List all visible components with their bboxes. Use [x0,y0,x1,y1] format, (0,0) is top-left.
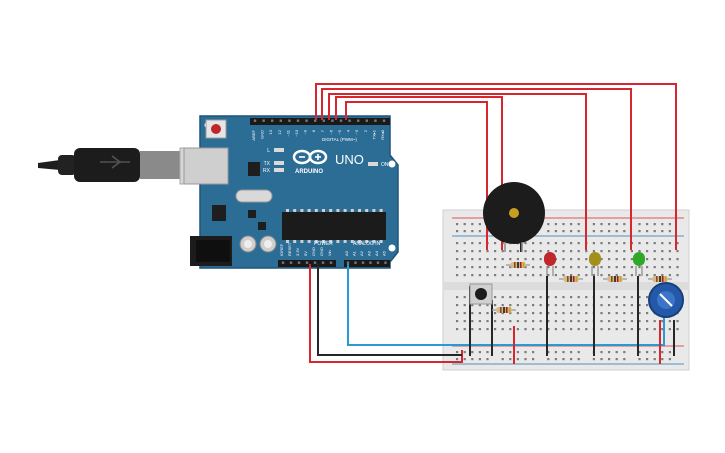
potentiometer [648,282,684,318]
pin-label: IOREF [279,243,284,256]
header-pin[interactable] [262,119,265,122]
header-pin[interactable] [314,119,317,122]
header-pin[interactable] [369,261,372,264]
push-button [469,283,493,305]
pin-label: GND [311,247,316,256]
header-pin[interactable] [376,261,380,264]
header-pin[interactable] [289,261,293,264]
atmega-chip [282,212,386,240]
analog-header [344,260,390,267]
header-pin[interactable] [305,261,309,264]
pin-label: A3 [367,250,372,256]
board-model: UNO [335,152,364,167]
pin-label: 7 [320,129,325,132]
led-red [544,252,556,276]
pin-label: AREF [251,129,256,140]
led-yellow [589,252,601,276]
wire-led-red [335,96,503,250]
wire-5v [309,264,463,363]
pin-label: RX◂0 [380,129,385,140]
pin-label: A4 [374,250,379,256]
pin-label: A1 [352,250,357,256]
pin-label: 12 [277,129,282,134]
pin-label: RESET [287,242,292,256]
header-pin[interactable] [348,119,351,122]
header-pin[interactable] [288,119,291,122]
wire-led-green [321,88,632,250]
pin-label: ~9 [303,129,308,134]
header-pin[interactable] [354,261,357,264]
pin-label: A2 [359,250,364,256]
on-led-label: ON [381,162,389,168]
pin-label: GND [260,130,265,139]
pin-label: Vin [327,250,332,256]
header-pin[interactable] [361,261,365,264]
header-pin[interactable] [329,261,333,264]
wire-analog-a0 [347,264,665,346]
header-pin[interactable] [271,119,274,122]
pin-label: 3.3V [295,247,300,256]
piezo-buzzer [483,182,545,252]
header-pin[interactable] [346,261,350,264]
header-pin[interactable] [322,119,325,122]
pin-label: A5 [382,250,387,256]
header-pin[interactable] [357,119,360,122]
digital-header-label: DIGITAL (PWM~) [322,137,357,142]
header-pin[interactable] [279,119,282,122]
header-pin[interactable] [321,261,325,264]
arduino-logo-icon [292,149,328,165]
wire-buzzer-signal [315,83,677,250]
analog-label: ANALOG IN [353,241,381,247]
l-led-label: L [267,148,270,154]
power-label: POWER [314,241,333,247]
pin-label: 5V [303,251,308,256]
resistors [492,262,672,313]
chip-pins [286,209,383,243]
pin-label: TX▸1 [371,129,376,139]
digital-header [250,118,390,125]
pin-label: ~6 [328,129,333,134]
pin-label: 4 [346,129,351,132]
arduino-wordmark: ARDUINO [295,169,323,175]
rx-led-label: RX [263,168,271,174]
pin-label: GND [319,247,324,256]
header-pin[interactable] [331,119,334,122]
pin-label: 2 [363,129,368,132]
pin-label: 13 [268,129,273,134]
header-pin[interactable] [365,119,368,122]
header-pin[interactable] [313,261,317,264]
header-pin[interactable] [296,119,300,122]
mounting-hole [388,244,396,252]
header-pin[interactable] [374,119,377,122]
mounting-hole [388,160,396,168]
pin-label: ~10 [294,129,299,137]
header-pin[interactable] [384,261,387,264]
header-pin[interactable] [253,119,257,122]
header-pin[interactable] [339,119,343,122]
header-pin[interactable] [281,261,285,264]
pin-label: ~5 [337,129,342,134]
header-pin[interactable] [382,119,386,122]
pin-label: ~3 [354,129,359,134]
wire-button [345,101,488,250]
led-green [633,252,645,276]
header-pin[interactable] [305,119,308,122]
pin-label: ~11 [285,129,290,136]
wire-gnd [317,264,462,356]
wire-led-yellow [328,93,587,250]
header-pin[interactable] [297,261,301,264]
pin-label: 8 [311,129,316,132]
pin-label: A0 [344,250,349,256]
tx-led-label: TX [264,161,271,167]
